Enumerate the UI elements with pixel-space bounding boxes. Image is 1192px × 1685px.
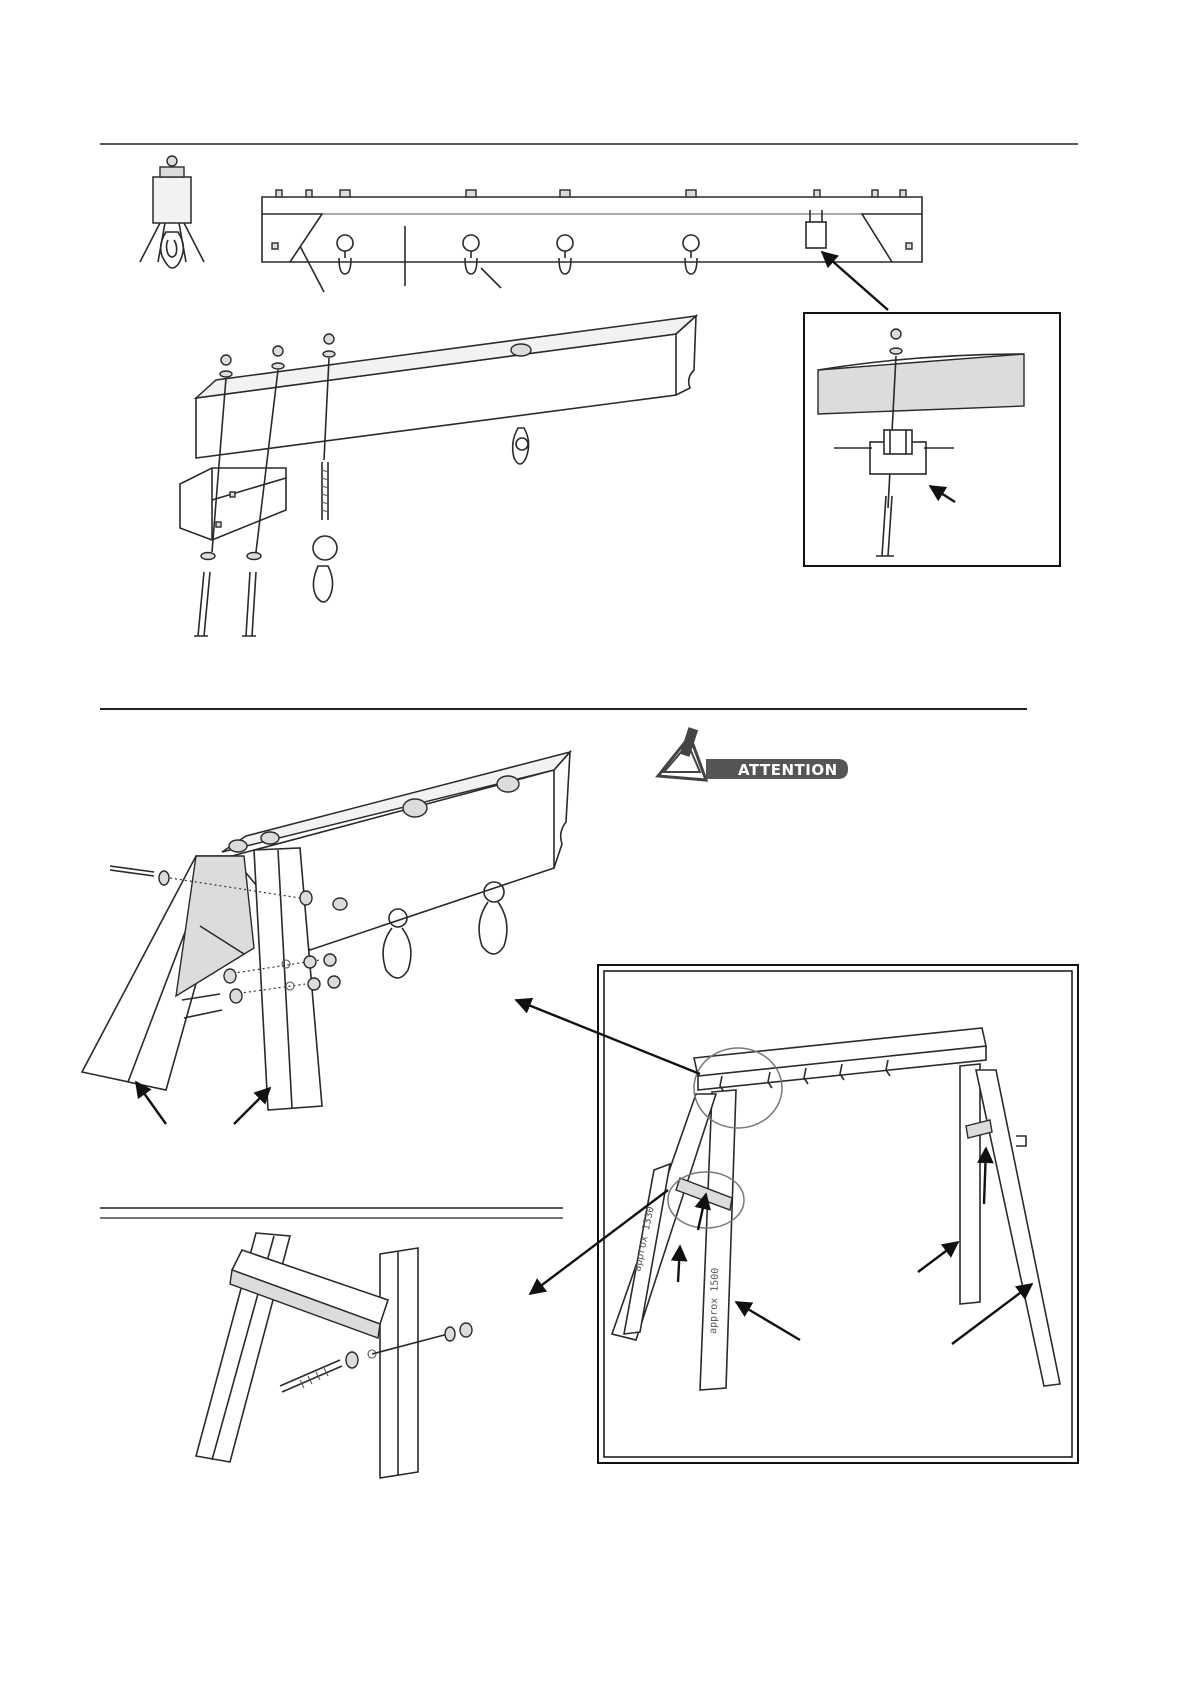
leader-line-hook (481, 268, 501, 288)
top-beam-overview (262, 190, 922, 274)
beam-bracket-exploded-view (180, 316, 696, 636)
swing-hanger-part (140, 156, 204, 268)
leg-label-front: approx 1500 (708, 1268, 721, 1335)
attention-label: ATTENTION (738, 761, 838, 779)
cross-brace-detail (196, 1233, 472, 1478)
leg-beam-assembly (82, 752, 570, 1110)
assembled-frame-view: approx 1330 approx 1500 (598, 965, 1078, 1463)
arrow-right-leg (234, 1088, 270, 1124)
detail-box-center-bracket (804, 313, 1060, 566)
attention-badge: ATTENTION (658, 727, 848, 780)
